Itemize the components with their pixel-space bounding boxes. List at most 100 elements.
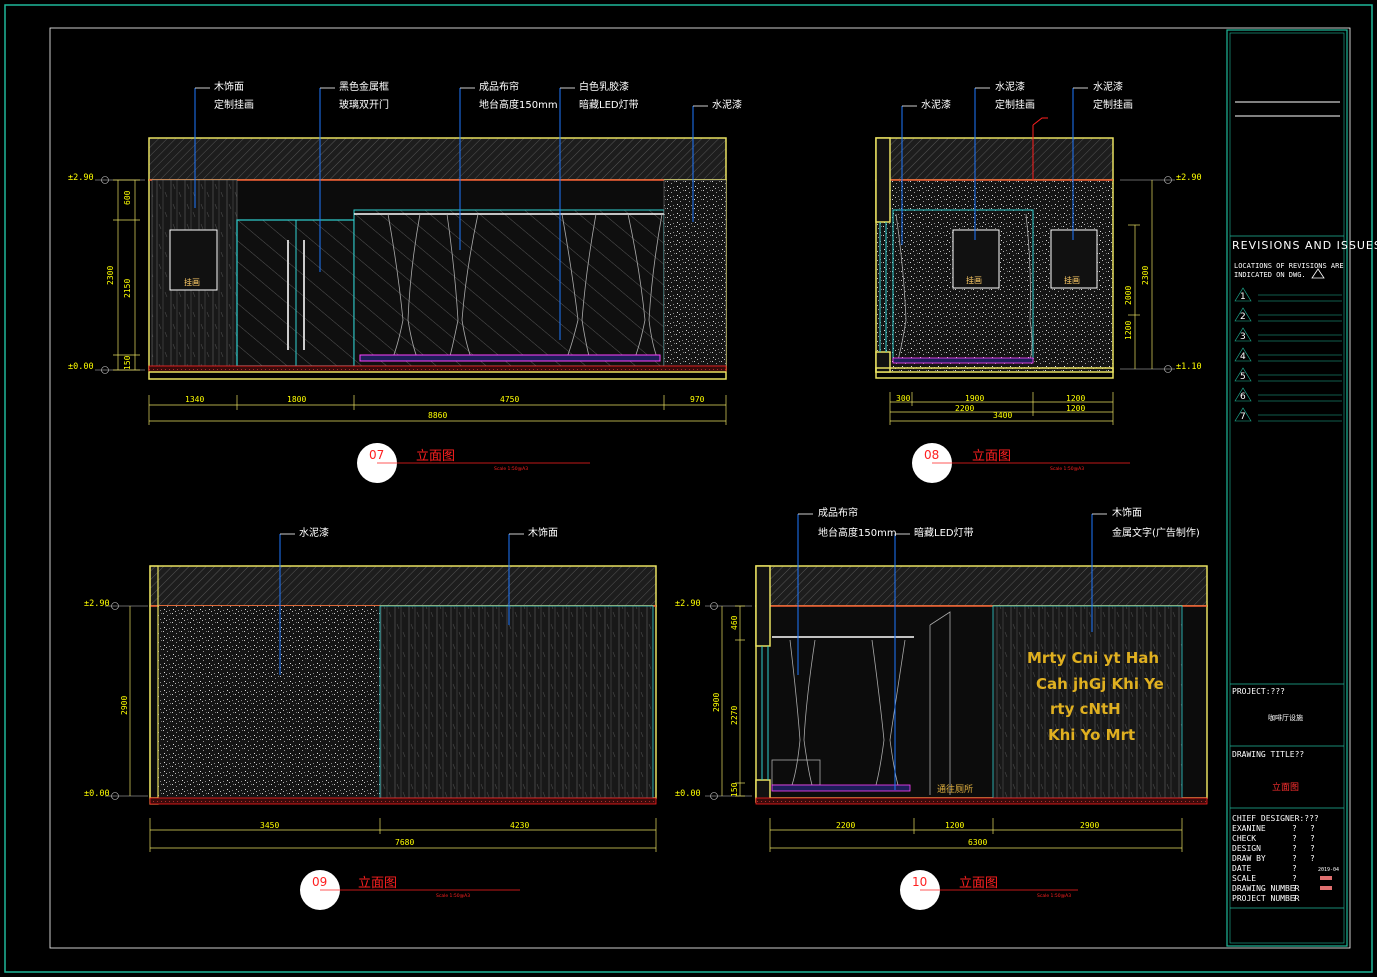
row-draw-by-v1: ? xyxy=(1292,854,1297,863)
row-design-v1: ? xyxy=(1292,844,1297,853)
row-design-v2: ? xyxy=(1310,844,1315,853)
label-custom-painting-b: 定制挂画 xyxy=(1093,98,1133,111)
label-curtain: 成品布帘 xyxy=(818,506,858,519)
view-number: 08 xyxy=(924,448,939,462)
row-examine-v2: ? xyxy=(1310,824,1315,833)
level-bottom: ±0.00 xyxy=(68,362,94,372)
label-custom-painting-a: 定制挂画 xyxy=(995,98,1035,111)
revision-mark-7: 7 xyxy=(1240,412,1246,422)
label-wood-finish: 木饰面 xyxy=(528,526,558,539)
row-scale: SCALE xyxy=(1232,874,1256,883)
row-date: DATE xyxy=(1232,864,1251,873)
drawing-border xyxy=(49,27,1351,949)
view-scale: Scale 1:50@A3 xyxy=(1037,893,1071,899)
platform-led xyxy=(359,354,661,362)
row-check-v2: ? xyxy=(1310,834,1315,843)
dim-left-2150: 2150 xyxy=(123,279,132,298)
dim-left-2300: 2300 xyxy=(106,266,115,285)
label-led-strip: 暗藏LED灯带 xyxy=(579,98,639,111)
revisions-note-1: LOCATIONS OF REVISIONS ARE xyxy=(1234,262,1344,270)
label-cement-paint-b: 水泥漆 xyxy=(995,80,1025,93)
outer-border xyxy=(4,4,1373,973)
dim-right-2300: 2300 xyxy=(1141,266,1150,285)
elevation-08: 挂画 挂画 水泥漆 水泥漆 定制挂画 水泥漆 定制挂画 ±2.90 ±1.10 … xyxy=(875,80,1202,483)
dim-4230: 4230 xyxy=(510,821,529,830)
row-design: DESIGN xyxy=(1232,844,1261,853)
view-title: 立面图 xyxy=(358,876,397,891)
dim-300: 300 xyxy=(896,394,911,403)
title-block-rows: CHIEF DESIGNER:??? EXANINE ? ? CHECK ? ?… xyxy=(1232,814,1339,903)
level-top: ±2.90 xyxy=(84,599,110,609)
dim-1800: 1800 xyxy=(287,395,306,404)
ceiling-band xyxy=(148,137,727,181)
revisions-note-2: INDICATED ON DWG. xyxy=(1234,271,1306,279)
cement-paint-wall xyxy=(158,606,380,798)
dim-2200: 2200 xyxy=(955,404,974,413)
label-to-restroom: 通往厕所 xyxy=(937,783,973,795)
level-bottom: ±0.00 xyxy=(675,789,701,799)
wood-panel xyxy=(992,605,1183,799)
row-scale-v1: ? xyxy=(1292,874,1297,883)
dim-1200-a: 1200 xyxy=(1066,394,1085,403)
dim-left-150: 150 xyxy=(123,355,132,370)
row-chief-designer: CHIEF DESIGNER:??? xyxy=(1232,814,1319,823)
dim-total-7680: 7680 xyxy=(395,838,414,847)
row-draw-by-v2: ? xyxy=(1310,854,1315,863)
row-examine-v1: ? xyxy=(1292,824,1297,833)
dim-total-8860: 8860 xyxy=(428,411,447,420)
wood-panel xyxy=(379,605,654,799)
view-scale: Scale 1:50@A3 xyxy=(494,466,528,472)
dim-4750: 4750 xyxy=(500,395,519,404)
row-project-number-v1: ? xyxy=(1292,894,1297,903)
metal-sign-line-3: rty cNtH xyxy=(1050,700,1121,718)
dim-left-2270: 2270 xyxy=(730,706,739,725)
scale-swatch xyxy=(1320,876,1332,880)
painting-frame-1 xyxy=(952,229,1000,289)
dim-1200-b: 1200 xyxy=(1066,404,1085,413)
row-examine: EXANINE xyxy=(1232,824,1266,833)
dim-1340: 1340 xyxy=(185,395,204,404)
level-top: ±2.90 xyxy=(1176,173,1202,183)
label-cement-paint-c: 水泥漆 xyxy=(1093,80,1123,93)
metal-sign-line-1: Mrty Cni yt Hah xyxy=(1027,649,1159,667)
elevation-09: 水泥漆 木饰面 ±2.90 ±0.00 2900 3450 4230 7680 … xyxy=(84,526,657,910)
row-draw-by: DRAW BY xyxy=(1232,854,1266,863)
row-check-v1: ? xyxy=(1292,834,1297,843)
label-black-metal-frame: 黑色金属框 xyxy=(339,80,389,93)
view-title: 立面图 xyxy=(959,876,998,891)
label-glass-door: 玻璃双开门 xyxy=(339,98,389,111)
painting-label: 挂画 xyxy=(184,277,200,287)
dim-1900: 1900 xyxy=(965,394,984,403)
dim-2200: 2200 xyxy=(836,821,855,830)
label-led-strip: 暗藏LED灯带 xyxy=(914,526,974,539)
elevation-07: 挂画 木饰面 定制挂画 黑色金属框 玻璃双开门 成 xyxy=(68,80,742,483)
row-drawing-number-v1: ? xyxy=(1292,884,1297,893)
dim-2900: 2900 xyxy=(1080,821,1099,830)
label-wood-finish: 木饰面 xyxy=(1112,506,1142,519)
floor-line xyxy=(148,365,727,373)
label-cement-paint: 水泥漆 xyxy=(712,98,742,111)
view-number: 09 xyxy=(312,875,327,889)
dim-left-150: 150 xyxy=(730,782,739,797)
dim-left-2900: 2900 xyxy=(712,693,721,712)
project-label: PROJECT:??? xyxy=(1232,687,1285,696)
label-white-latex: 白色乳胶漆 xyxy=(579,80,629,93)
title-block: REVISIONS AND ISSUES LOCATIONS OF REVISI… xyxy=(1226,29,1377,947)
revisions-header: REVISIONS AND ISSUES xyxy=(1232,239,1377,252)
view-scale: Scale 1:50@A3 xyxy=(1050,466,1084,472)
label-curtain: 成品布帘 xyxy=(479,80,519,93)
label-platform-height: 地台高度150mm xyxy=(479,98,558,111)
row-drawing-number: DRAWING NUMBER xyxy=(1232,884,1300,893)
label-wood-finish: 木饰面 xyxy=(214,80,244,93)
view-title: 立面图 xyxy=(416,449,455,464)
drawing-title-label: DRAWING TITLE?? xyxy=(1232,750,1304,759)
row-date-v2: 2019-04 xyxy=(1318,867,1339,873)
revision-mark-6: 6 xyxy=(1240,392,1246,402)
dim-left-2900: 2900 xyxy=(120,696,129,715)
dim-3450: 3450 xyxy=(260,821,279,830)
dim-total-6300: 6300 xyxy=(968,838,987,847)
revision-rows: 1 2 3 4 5 6 7 xyxy=(1234,287,1342,422)
elevation-10: 通往厕所 Mrty Cni yt Hah Cah jhGj Khi Ye rty… xyxy=(675,506,1208,910)
metal-sign-line-4: Khi Yo Mrt xyxy=(1048,726,1135,744)
